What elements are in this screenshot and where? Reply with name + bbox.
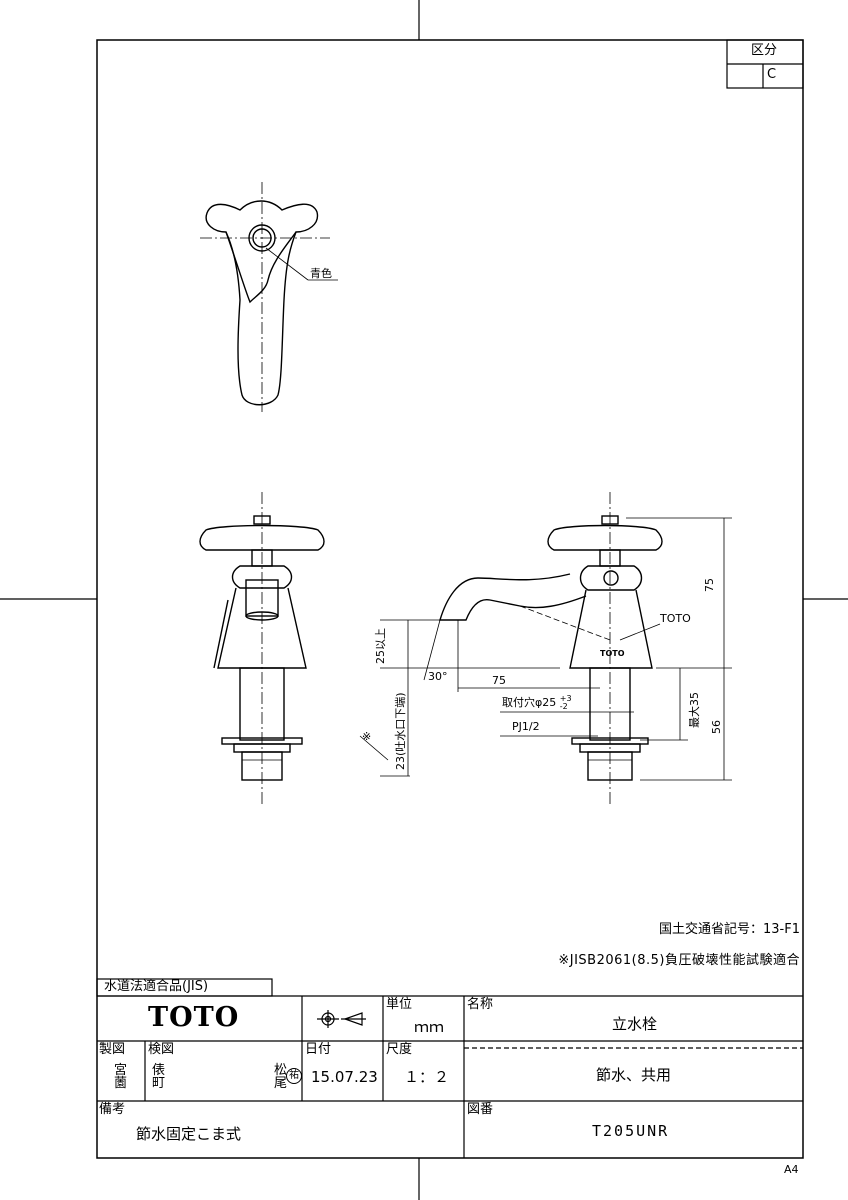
zone-label: 区分	[751, 43, 778, 58]
name-label: 名称	[467, 997, 494, 1012]
label-brand-callout: TOTO	[660, 612, 691, 625]
made-value: 宮薗	[114, 1063, 128, 1091]
note-registration: 国土交通省記号：13-F1	[659, 922, 800, 937]
remarks-label: 備考	[99, 1102, 126, 1117]
dim-75-spout: 75	[492, 674, 506, 687]
date-label: 日付	[305, 1042, 332, 1057]
date-value: 15.07.23	[311, 1068, 378, 1086]
drawing-no-value: T205UNR	[592, 1122, 670, 1140]
remarks-value: 節水固定こま式	[136, 1125, 242, 1143]
water-law-label: 水道法適合品(JIS)	[104, 979, 209, 994]
check-label: 検図	[148, 1042, 175, 1057]
unit-label: 単位	[386, 997, 413, 1012]
dim-mounting-hole: 取付穴φ25 +3 -2	[502, 694, 572, 711]
dim-56: 56	[710, 720, 723, 734]
brand-mark-on-body: TOTO	[600, 649, 625, 658]
scale-label: 尺度	[386, 1042, 413, 1057]
dim-pj-thread: PJ1/2	[512, 720, 540, 733]
zone-value: C	[767, 67, 777, 82]
toto-logo: TOTO	[148, 1002, 240, 1033]
top-view	[200, 182, 338, 412]
check-value: 俵町	[152, 1063, 166, 1091]
name-value: 立水栓	[612, 1015, 658, 1033]
approve-stamp: 祐	[286, 1068, 302, 1084]
dim-30-degrees: 30°	[428, 670, 448, 683]
dim-23-spout-bottom: 23(吐水口下端)	[394, 692, 407, 770]
title-block-lines	[96, 978, 803, 1158]
drawing-no-label: 図番	[467, 1102, 494, 1117]
dim-note-mark: ※	[362, 730, 372, 743]
front-view	[199, 492, 325, 805]
dim-max-35: 最大35	[688, 692, 701, 728]
scale-value: １：２	[404, 1068, 450, 1086]
subname-value: 節水、共用	[596, 1066, 672, 1084]
label-blue-color: 青色	[310, 267, 332, 280]
projection-symbol-icon	[317, 1010, 366, 1028]
dim-75-height: 75	[703, 578, 716, 592]
dim-25-min: 25以上	[374, 628, 387, 664]
approve-value: 松尾	[274, 1063, 288, 1091]
note-jis-test: ※JISB2061(8.5)負圧破壊性能試験適合	[558, 953, 800, 968]
side-view	[439, 492, 663, 805]
unit-value: ｍｍ	[414, 1018, 445, 1036]
made-label: 製図	[99, 1042, 126, 1057]
dimension-lines	[359, 517, 732, 781]
paper-size: A4	[784, 1163, 799, 1176]
